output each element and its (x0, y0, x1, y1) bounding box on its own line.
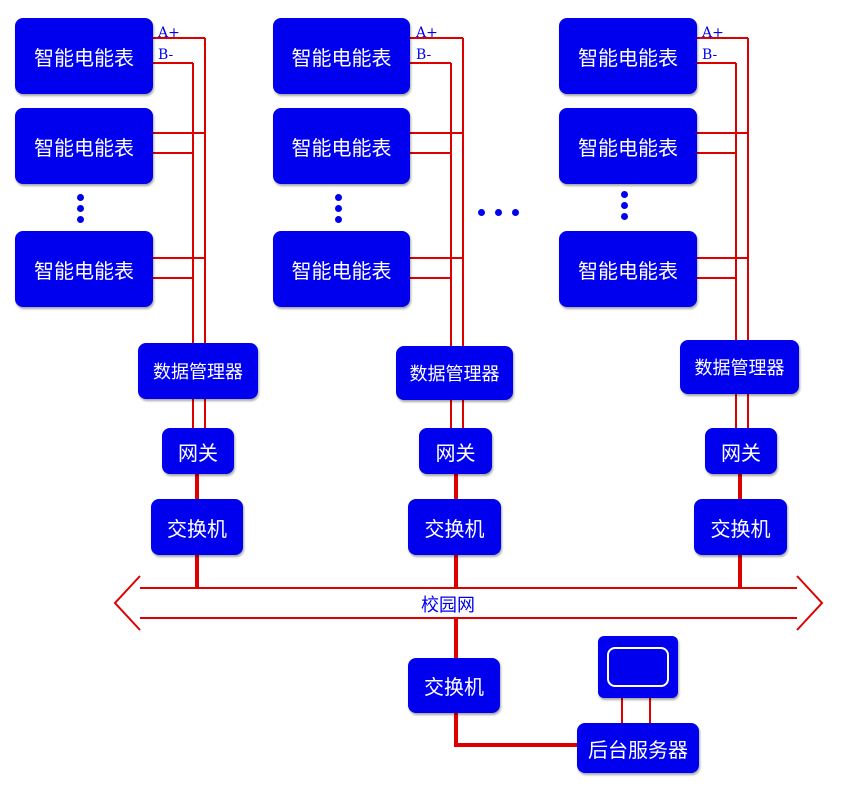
ellipsis-dot (621, 213, 628, 220)
switch-label: 交换机 (710, 516, 771, 541)
monitor-screen (607, 647, 669, 687)
smart-meter: 智能电能表 (273, 108, 410, 184)
switch-label: 交换机 (167, 516, 227, 541)
ellipsis-dot (77, 216, 84, 223)
data-manager: 数据管理器 (138, 343, 258, 399)
switch: 交换机 (151, 499, 243, 555)
switch-label: 交换机 (424, 516, 485, 541)
ellipsis-dot (621, 202, 628, 209)
ellipsis-dot (621, 191, 628, 198)
smart-meter-label: 智能电能表 (34, 45, 134, 70)
gateway-label: 网关 (178, 440, 218, 465)
switch: 交换机 (408, 499, 501, 555)
ellipsis-dot (77, 205, 84, 212)
bus-b-label: B- (702, 47, 718, 63)
smart-meter: 智能电能表 (559, 108, 697, 184)
switch-label: 交换机 (424, 675, 484, 699)
bus-b-label: B- (158, 47, 174, 63)
data-manager-label: 数据管理器 (694, 358, 785, 379)
gateway: 网关 (162, 428, 234, 474)
backend-server: 后台服务器 (577, 723, 699, 773)
smart-meter-label: 智能电能表 (578, 45, 678, 70)
data-manager-label: 数据管理器 (409, 364, 500, 385)
ellipsis-dot (335, 216, 342, 223)
smart-meter-label: 智能电能表 (34, 258, 134, 283)
gateway: 网关 (419, 428, 492, 474)
bus-a-label: A+ (416, 25, 438, 41)
data-manager-label: 数据管理器 (153, 362, 243, 383)
smart-meter: 智能电能表 (273, 18, 410, 94)
smart-meter-label: 智能电能表 (291, 45, 392, 70)
backend-server-label: 后台服务器 (588, 737, 688, 762)
smart-meter-label: 智能电能表 (578, 258, 678, 283)
smart-meter: 智能电能表 (273, 231, 410, 307)
ellipsis-dot (335, 205, 342, 212)
ellipsis-dot (478, 209, 485, 216)
ellipsis-dot (335, 194, 342, 201)
gateway-label: 网关 (435, 440, 476, 465)
smart-meter: 智能电能表 (15, 18, 153, 94)
smart-meter-label: 智能电能表 (578, 135, 678, 160)
smart-meter: 智能电能表 (559, 231, 697, 307)
campus-network-label: 校园网 (421, 595, 475, 616)
gateway-label: 网关 (721, 440, 761, 465)
smart-meter-label: 智能电能表 (291, 135, 392, 160)
ellipsis-dot (495, 209, 502, 216)
ellipsis-dot (512, 209, 519, 216)
smart-meter: 智能电能表 (15, 231, 153, 307)
smart-meter: 智能电能表 (559, 18, 697, 94)
ellipsis-dot (77, 194, 84, 201)
switch: 交换机 (694, 499, 787, 555)
smart-meter: 智能电能表 (15, 108, 153, 184)
smart-meter-label: 智能电能表 (34, 135, 134, 160)
data-manager: 数据管理器 (396, 346, 513, 400)
data-manager: 数据管理器 (680, 340, 799, 394)
bus-a-label: A+ (702, 25, 724, 41)
gateway: 网关 (705, 428, 777, 474)
bus-b-label: B- (416, 47, 432, 63)
switch: 交换机 (408, 658, 500, 713)
smart-meter-label: 智能电能表 (291, 258, 392, 283)
bus-a-label: A+ (158, 25, 180, 41)
monitor-icon (598, 636, 678, 698)
